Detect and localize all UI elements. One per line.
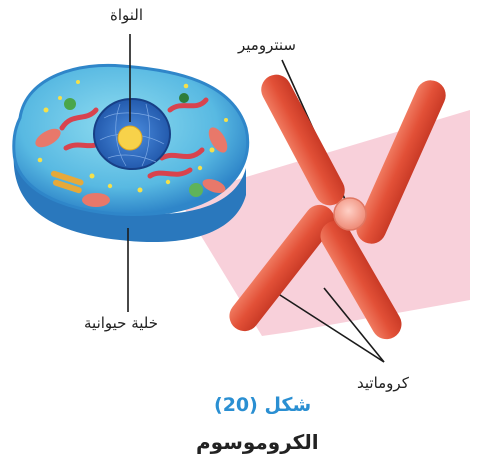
- figure-title: الكروموسوم: [196, 432, 319, 452]
- centromere-label: سنترومير: [238, 38, 296, 53]
- nucleolus: [118, 126, 142, 150]
- nucleus-label: النواة: [110, 8, 143, 23]
- centromere: [334, 198, 366, 230]
- chromatid-label: كروماتيد: [357, 376, 409, 391]
- animal-cell-label: خلية حيوانية: [84, 316, 158, 331]
- figure-number: شكل (20): [214, 396, 311, 415]
